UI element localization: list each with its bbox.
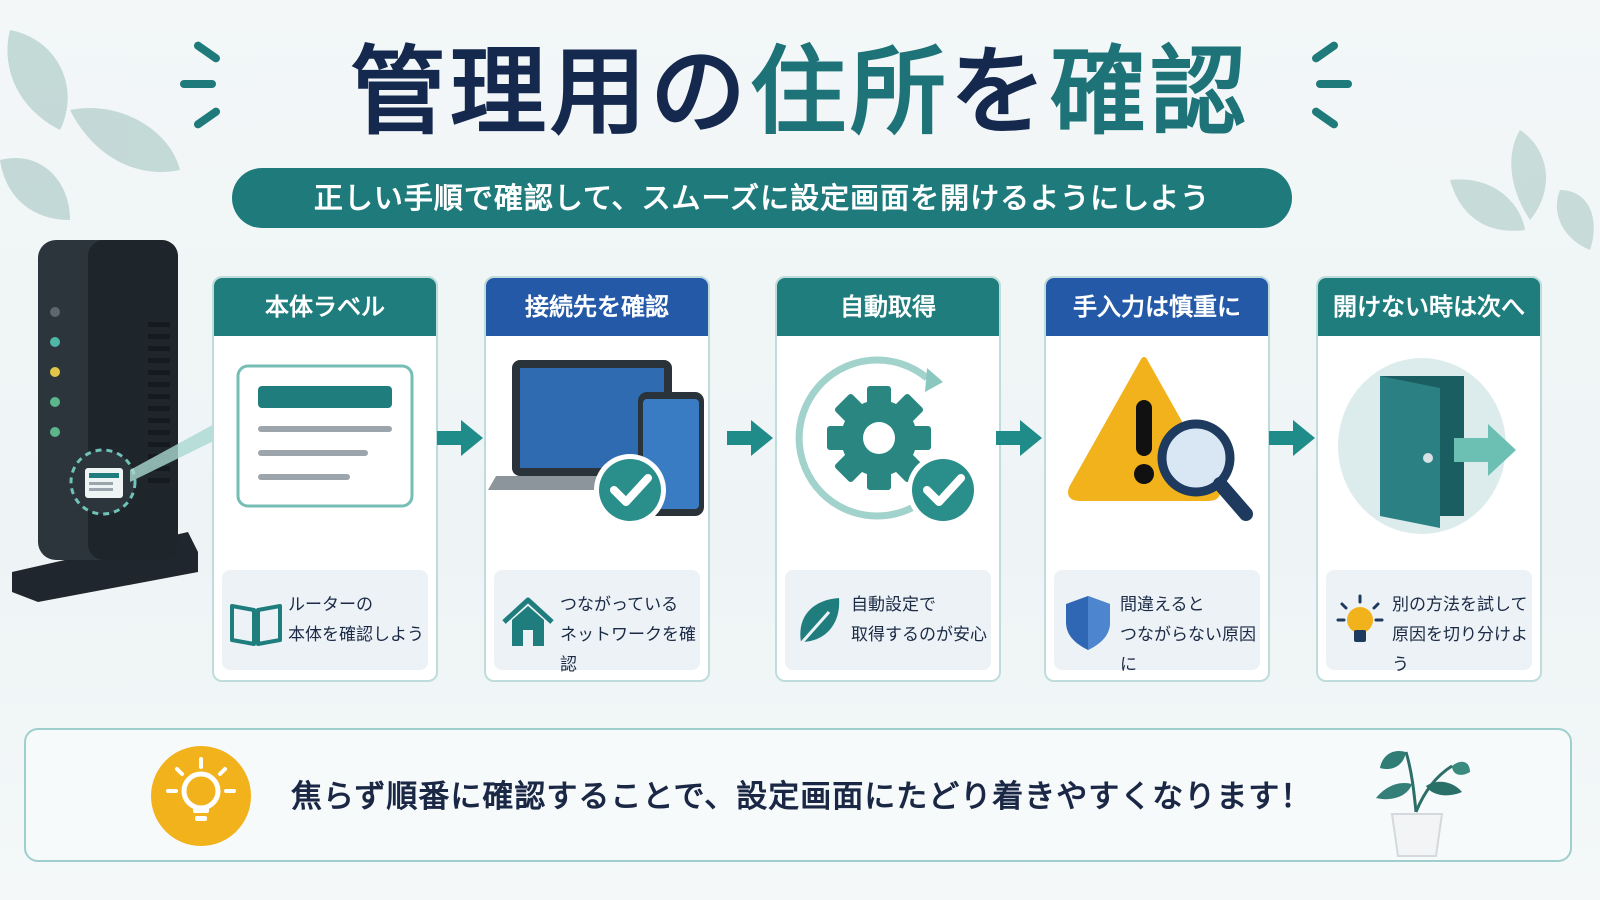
title-dash <box>180 80 216 88</box>
bulb-icon <box>1336 594 1384 642</box>
step-note-text: 別の方法を試して 原因を切り分けよう <box>1392 590 1534 680</box>
label-icon <box>236 364 414 508</box>
step-note-line-1: 間違えると <box>1120 595 1205 615</box>
step-note: 自動設定で 取得するのが安心 <box>785 570 991 670</box>
step-note-line-1: つながっている <box>560 595 679 615</box>
step-card-4: 手入力は慎重に 間違えると つながらない原因に <box>1044 276 1270 682</box>
step-note: ルーターの 本体を確認しよう <box>222 570 428 670</box>
leaf-icon <box>795 598 840 649</box>
title-part-2: 住所 <box>750 36 950 148</box>
magnifier-icon <box>1157 419 1253 521</box>
step-card-3: 自動取得 自動設定で 取得するのが安心 <box>775 276 1001 682</box>
step-note-text: 間違えると つながらない原因に <box>1120 590 1262 680</box>
leaves-left-decoration <box>0 30 180 220</box>
step-card-5: 開けない時は次へ 別の方法を試して 原因を切り分けよう <box>1316 276 1542 682</box>
tip-banner: 焦らず順番に確認することで、設定画面にたどり着きやすくなります！ <box>24 728 1572 862</box>
door-icon <box>1338 358 1516 534</box>
gear-icon <box>795 356 979 526</box>
subtitle-banner: 正しい手順で確認して、スムーズに設定画面を開けるようにしよう <box>232 168 1292 228</box>
shield-icon <box>1066 596 1110 650</box>
step-heading: 接続先を確認 <box>486 278 708 336</box>
step-note-line-2: 原因を切り分けよう <box>1392 625 1528 675</box>
step-card-2: 接続先を確認 つながっている ネットワークを確認 <box>484 276 710 682</box>
step-heading: 本体ラベル <box>214 278 436 336</box>
step-note-line-2: ネットワークを確認 <box>560 625 696 675</box>
title-part-4: 確認 <box>1050 36 1250 148</box>
step-note-text: 自動設定で 取得するのが安心 <box>851 590 993 650</box>
step-heading: 開けない時は次へ <box>1318 278 1540 336</box>
book-icon <box>230 604 282 646</box>
title-part-1: 管理用の <box>350 36 750 148</box>
step-heading: 自動取得 <box>777 278 999 336</box>
title-part-3: を <box>950 36 1050 148</box>
leaves-right-decoration <box>1450 130 1594 250</box>
arrow-right-icon <box>727 420 773 456</box>
step-note: 別の方法を試して 原因を切り分けよう <box>1326 570 1532 675</box>
step-note: つながっている ネットワークを確認 <box>494 570 700 675</box>
step-note-line-1: 自動設定で <box>851 595 936 615</box>
step-note-line-2: つながらない原因に <box>1120 625 1256 675</box>
arrow-right-icon <box>996 420 1042 456</box>
title-dash <box>1316 80 1352 88</box>
plant-icon <box>1376 750 1470 857</box>
step-note-line-1: ルーターの <box>288 595 373 615</box>
step-heading: 手入力は慎重に <box>1046 278 1268 336</box>
tip-message: 焦らず順番に確認することで、設定画面にたどり着きやすくなります！ <box>291 779 1313 815</box>
step-note-text: ルーターの 本体を確認しよう <box>288 590 430 650</box>
step-note-text: つながっている ネットワークを確認 <box>560 590 702 680</box>
step-note-line-1: 別の方法を試して <box>1392 595 1528 615</box>
router-icon <box>12 240 198 602</box>
step-note: 間違えると つながらない原因に <box>1054 570 1260 675</box>
arrow-right-icon <box>437 420 483 456</box>
step-note-line-2: 取得するのが安心 <box>851 625 987 645</box>
arrow-right-icon <box>1269 420 1315 456</box>
step-note-line-2: 本体を確認しよう <box>288 625 424 645</box>
house-icon <box>502 597 554 646</box>
step-card-1: 本体ラベル ルーターの 本体を確認しよう <box>212 276 438 682</box>
bulb-icon <box>151 746 251 846</box>
laptop-icon <box>488 360 704 526</box>
warning-icon <box>1068 357 1253 521</box>
page-title: 管理用の住所を確認 <box>0 22 1600 162</box>
